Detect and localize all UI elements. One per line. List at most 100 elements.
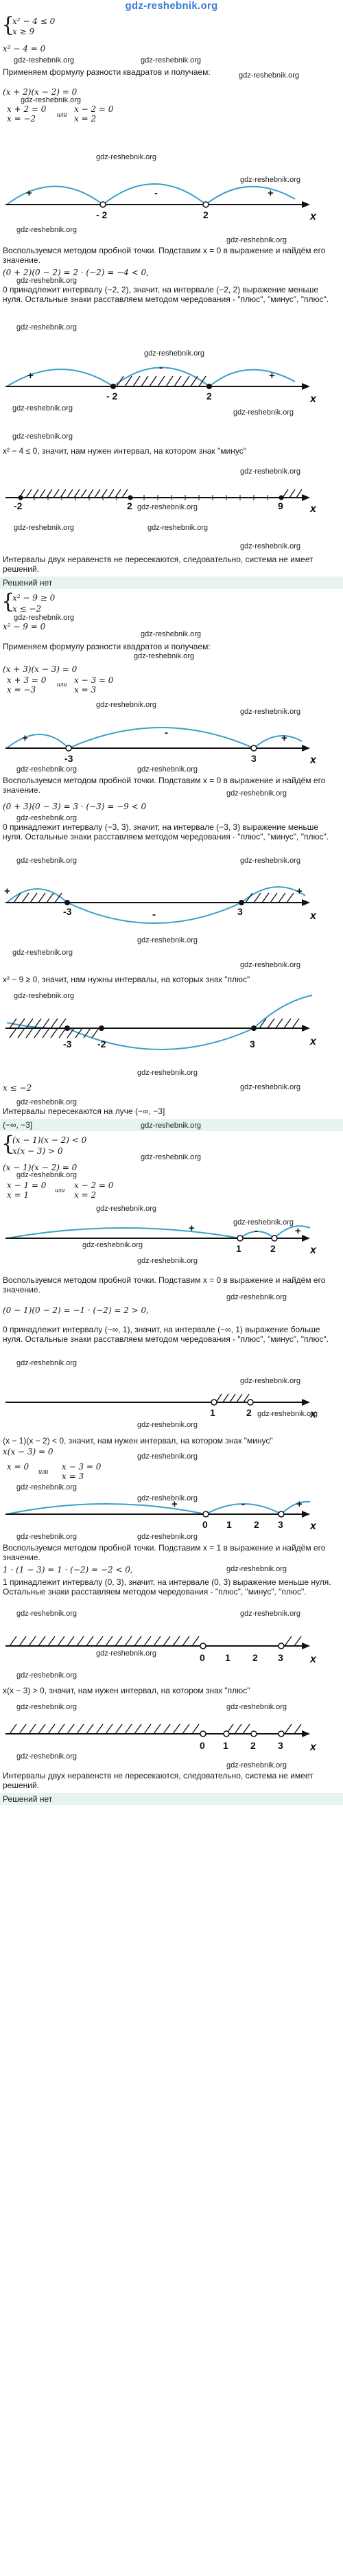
watermark: gdz-reshebnik.org — [16, 277, 78, 285]
sign-arc — [205, 185, 296, 205]
watermark: gdz-reshebnik.org — [257, 1410, 318, 1418]
sign-arc — [67, 1028, 255, 1050]
sign-arc — [67, 902, 242, 924]
equation: (x + 3)(x − 3) = 0 — [3, 664, 78, 674]
axis-variable: x — [309, 1741, 317, 1753]
watermark: gdz-reshebnik.org — [12, 949, 73, 957]
watermark: gdz-reshebnik.org — [240, 857, 300, 865]
equation: x = 2 — [74, 1190, 97, 1200]
axis-arrow — [302, 899, 310, 906]
system-line: x² − 4 ≤ 0 — [12, 16, 56, 26]
axis-variable: x — [309, 1036, 317, 1047]
text-line: 0 принадлежит интервалу (−3, 3), значит,… — [3, 822, 329, 842]
watermark: gdz-reshebnik.org — [14, 524, 74, 532]
watermark: gdz-reshebnik.org — [141, 1153, 202, 1161]
sign-label: - — [154, 187, 158, 199]
watermark: gdz-reshebnik.org — [16, 1703, 77, 1711]
number-line: gdz-reshebnik.org gdz-reshebnik.org gdz-… — [5, 1610, 317, 1680]
text-line: x² − 9 ≥ 0, значит, нам нужны интервалы,… — [3, 975, 339, 984]
or-word: или — [57, 681, 67, 688]
number-line: gdz-reshebnik.org -3 -2 3 x gdz-reshebni… — [5, 992, 317, 1077]
axis-point — [206, 384, 212, 389]
or-word: или — [55, 1187, 65, 1194]
tick-label: 2 — [250, 1740, 256, 1751]
text-line: 1 принадлежит интервалу (0, 3), значит, … — [3, 1577, 331, 1597]
sign-label: - — [152, 909, 156, 920]
watermark: gdz-reshebnik.org — [16, 765, 77, 774]
axis-arrow — [302, 1399, 310, 1406]
watermark: gdz-reshebnik.org — [240, 1377, 300, 1385]
tick-label: 2 — [252, 1652, 258, 1663]
equation: (0 − 1)(0 − 2) = −1 · (−2) = 2 > 0, — [3, 1306, 149, 1315]
equation: x = 3 — [74, 685, 97, 695]
system-line: x ≤ −2 — [12, 604, 42, 614]
text-line: (x − 1)(x − 2) < 0, значит, нам нужен ин… — [3, 1436, 339, 1446]
tick-label: 1 — [226, 1519, 232, 1530]
watermark: gdz-reshebnik.org — [141, 1122, 202, 1130]
watermark: gdz-reshebnik.org — [147, 524, 208, 532]
equation: 1 · (1 − 3) = 1 · (−2) = −2 < 0, — [3, 1565, 133, 1575]
system-brace: { — [1, 1132, 15, 1156]
equation: x = −2 — [7, 114, 36, 124]
axis-point — [211, 1399, 217, 1406]
watermark: gdz-reshebnik.org — [226, 1703, 287, 1711]
axis-point — [200, 1643, 206, 1649]
sign-arc — [241, 886, 306, 903]
sign-label: + — [189, 1222, 195, 1234]
watermark: gdz-reshebnik.org — [16, 1610, 77, 1618]
watermark: gdz-reshebnik.org — [226, 236, 287, 244]
sign-arc — [113, 367, 210, 387]
text-line: 0 принадлежит интервалу (−∞, 1), значит,… — [3, 1325, 329, 1344]
hatch — [116, 375, 206, 387]
hatch — [215, 1393, 250, 1403]
watermark: gdz-reshebnik.org — [226, 1565, 287, 1573]
tick-label: 0 — [200, 1652, 205, 1663]
text-line: Интервалы пересекаются на луче (−∞, −3] — [3, 1106, 165, 1116]
watermark: gdz-reshebnik.org — [137, 1533, 198, 1541]
watermark: gdz-reshebnik.org — [16, 1671, 77, 1680]
tick-label: 1 — [236, 1243, 241, 1254]
sign-label: + — [295, 1225, 301, 1237]
watermark: gdz-reshebnik.org — [137, 936, 198, 944]
hatch — [13, 892, 294, 903]
axis-variable: x — [309, 910, 317, 922]
answer-bar: (−∞, −3] — [0, 1119, 343, 1131]
equation: x − 1 = 0 — [7, 1181, 47, 1190]
axis-point — [247, 1399, 254, 1406]
equation: x ≤ −2 — [3, 1083, 32, 1093]
watermark: gdz-reshebnik.org — [134, 652, 195, 660]
or-word: или — [38, 1468, 49, 1476]
system-brace: { — [1, 13, 15, 37]
watermark: gdz-reshebnik.org — [137, 765, 198, 774]
sign-arc — [239, 1231, 275, 1239]
equation: x + 2 = 0 — [7, 104, 47, 114]
tick-label: 1 — [225, 1652, 230, 1663]
equation: x − 3 = 0 — [62, 1462, 102, 1472]
axis-point — [202, 201, 209, 208]
equation: x = 2 — [74, 114, 97, 124]
site-header-title: gdz-reshebnik.org — [125, 0, 218, 12]
sign-arc — [6, 1503, 206, 1515]
system-line: x ≥ 9 — [12, 27, 35, 36]
equation: (x − 1)(x − 2) = 0 — [3, 1163, 78, 1172]
tick-label: 2 — [270, 1243, 276, 1254]
axis-point — [237, 1235, 244, 1242]
tick-label: 3 — [278, 1519, 283, 1530]
number-line: gdz-reshebnik.org gdz-reshebnik.org + - … — [5, 1483, 317, 1541]
tick-label: 3 — [278, 1740, 283, 1751]
sign-label: - — [159, 362, 163, 373]
watermark: gdz-reshebnik.org — [137, 1421, 198, 1429]
watermark: gdz-reshebnik.org — [144, 349, 204, 358]
watermark: gdz-reshebnik.org — [96, 1205, 156, 1213]
watermark: gdz-reshebnik.org — [14, 992, 74, 1000]
axis-point — [223, 1730, 230, 1737]
number-line: gdz-reshebnik.org gdz-reshebnik.org 0 1 … — [5, 1703, 317, 1761]
text-line: Интервалы двух неравенств не пересекаютс… — [3, 555, 314, 574]
number-line: gdz-reshebnik.org gdz-reshebnik.org + - … — [5, 701, 317, 774]
hatch — [9, 1636, 302, 1647]
tick-label: -2 — [97, 1038, 106, 1049]
equation: x = −3 — [7, 685, 36, 695]
watermark: gdz-reshebnik.org — [240, 467, 300, 476]
watermark: gdz-reshebnik.org — [226, 1761, 287, 1769]
watermark: gdz-reshebnik.org — [16, 1098, 78, 1106]
